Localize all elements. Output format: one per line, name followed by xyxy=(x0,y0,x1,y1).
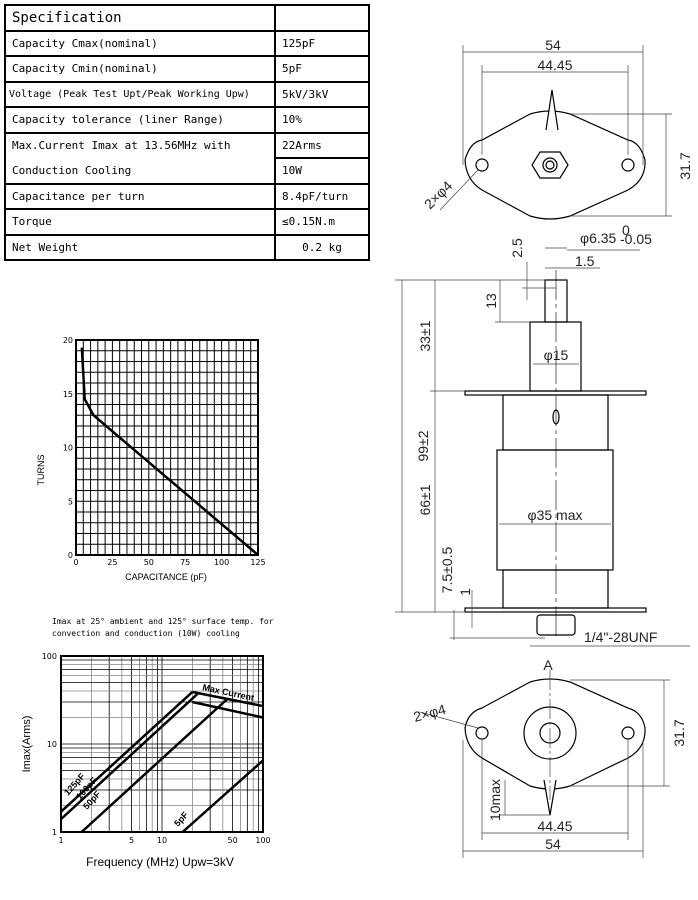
series-line-125pf xyxy=(60,691,194,813)
spec-header: Specification xyxy=(4,4,276,32)
y-tick-label: 10 xyxy=(47,740,57,749)
label-5pf: 5pF xyxy=(172,809,190,828)
x-tick-label: 50 xyxy=(228,836,238,845)
plot-frame xyxy=(60,655,264,833)
specification-table: Specification Capacity Cmax(nominal)125p… xyxy=(4,4,370,261)
spec-label: Torque xyxy=(4,208,276,236)
dim-top-holes: 2×φ4 xyxy=(421,177,456,212)
x-tick-label: 100 xyxy=(255,836,270,845)
x-tick-label: 10 xyxy=(157,836,167,845)
frequency-axis-label: Frequency (MHz) Upw=3kV xyxy=(86,855,234,869)
y-tick-label: 1 xyxy=(52,828,57,837)
x-tick-label: 5 xyxy=(129,836,134,845)
x-tick-label: 100 xyxy=(214,558,229,567)
spec-label: Max.Current Imax at 13.56MHz with xyxy=(4,131,276,158)
y-tick-label: 15 xyxy=(63,390,73,399)
series-line-100pf xyxy=(60,692,200,821)
dim-bottom-31-7: 31.7 xyxy=(671,719,687,746)
side-view-drawing xyxy=(395,247,690,647)
spec-value: 8.4pF/turn xyxy=(274,182,370,210)
dim-phi15: φ15 xyxy=(544,347,569,363)
spec-label: Voltage (Peak Test Upt/Peak Working Upw) xyxy=(4,80,276,108)
series-line-turns xyxy=(80,347,259,556)
capacitance-axis-label: CAPACITANCE (pF) xyxy=(125,572,207,582)
x-tick-label: 50 xyxy=(144,558,154,567)
dim-33: 33±1 xyxy=(417,320,433,351)
y-tick-label: 20 xyxy=(63,336,73,345)
y-tick-label: 0 xyxy=(68,551,73,560)
series-line-max-current-lower- xyxy=(192,700,264,719)
dim-bottom-holes: 2×φ4 xyxy=(412,701,448,725)
current-chart-note: Imax at 25° ambient and 125° surface tem… xyxy=(52,617,274,638)
dim-shaft-tol-bottom: -0.05 xyxy=(620,231,652,247)
x-tick-label: 75 xyxy=(180,558,190,567)
dim-13: 13 xyxy=(483,293,499,309)
series-labels: 125pF 100pF 50pF 5pF Max Current xyxy=(62,682,255,828)
series-line-max-current xyxy=(192,690,264,708)
bottom-view-drawing xyxy=(419,670,670,858)
dim-phi35: φ35 max xyxy=(528,507,583,523)
x-tick-label: 125 xyxy=(250,558,265,567)
turns-axis-label: TURNS xyxy=(36,455,46,486)
top-view-drawing xyxy=(439,45,672,220)
dim-bottom-54: 54 xyxy=(545,836,561,852)
dim-99: 99±2 xyxy=(415,430,431,461)
thread-spec: 1/4"-28UNF xyxy=(584,629,657,645)
x-tick-label: 0 xyxy=(73,558,78,567)
dim-top-31-7: 31.7 xyxy=(677,152,693,179)
dim-top-44-45: 44.45 xyxy=(537,57,572,73)
spec-value: 10W xyxy=(274,157,370,185)
y-tick-label: 10 xyxy=(63,444,73,453)
y-tick-label: 5 xyxy=(68,497,73,506)
current-axis-label: Imax(Arms) xyxy=(21,716,33,773)
series-line-5pf xyxy=(181,759,264,833)
dim-shaft-diameter: φ6.35 xyxy=(580,230,617,246)
table-row: Voltage (Peak Test Upt/Peak Working Upw)… xyxy=(4,80,370,108)
y-tick-label: 100 xyxy=(42,652,57,661)
dim-top-54: 54 xyxy=(545,37,561,53)
spec-value: 0.2 kg xyxy=(274,233,370,261)
dim-1: 1 xyxy=(457,588,473,596)
spec-value: 5pF xyxy=(274,55,370,83)
series-line-50pf xyxy=(80,697,229,833)
plot-frame xyxy=(75,339,259,556)
table-row: Torque≤0.15N.m xyxy=(4,208,370,236)
current-chart: 1 5 10 50 100 1 10 100 xyxy=(42,652,271,845)
dim-shaft-tol-top: 0 xyxy=(622,222,630,238)
spec-value: 125pF xyxy=(274,29,370,57)
dim-7-5: 7.5±0.5 xyxy=(439,546,455,593)
dim-slot-1-5: 1.5 xyxy=(575,253,595,269)
turns-chart: 0 25 50 75 100 125 0 5 10 15 20 xyxy=(63,336,266,567)
dim-bottom-10max: 10max xyxy=(487,779,503,821)
x-tick-label: 25 xyxy=(107,558,117,567)
spec-label: Net Weight xyxy=(4,233,276,261)
dim-slot-2-5: 2.5 xyxy=(509,238,525,258)
dim-bottom-44-45: 44.45 xyxy=(537,818,572,834)
x-tick-label: 1 xyxy=(58,836,63,845)
spec-value: 22Arms xyxy=(274,131,370,159)
dim-66: 66±1 xyxy=(417,484,433,515)
dim-bottom-a: A xyxy=(543,657,553,673)
